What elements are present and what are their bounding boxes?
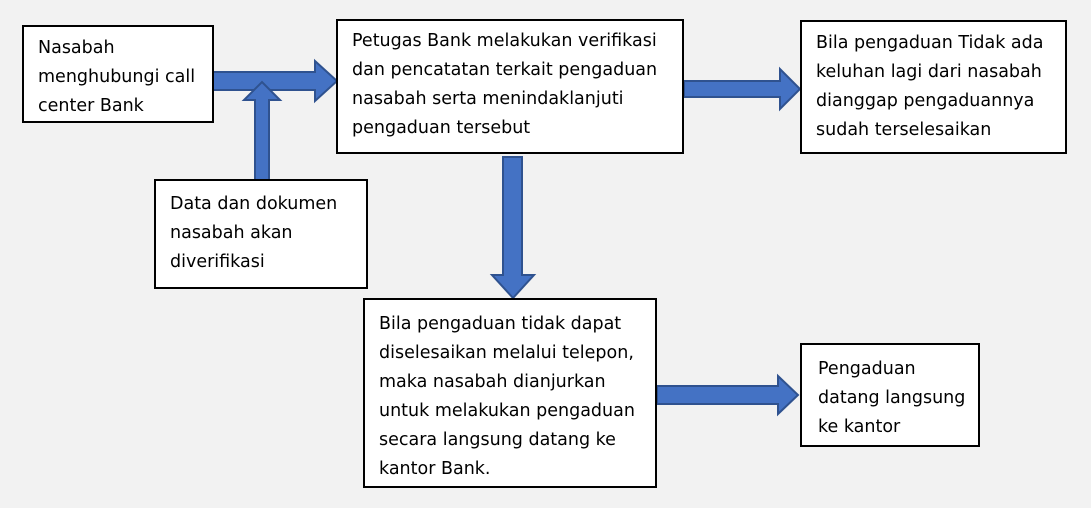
text-line: dianggap pengaduannya [816,91,1035,111]
box-customer-call: Nasabah menghubungi call center Bank [22,25,214,123]
box-resolved: Bila pengaduan Tidak ada keluhan lagi da… [800,20,1067,154]
arrow-verification-to-resolved [683,66,802,112]
box-office-visit: Pengaduan datang langsung ke kantor [800,343,980,447]
text-line: ke kantor [818,417,901,437]
arrow-verification-to-unresolved [489,156,537,300]
text-line: diverifikasi [170,252,265,272]
box-documents: Data dan dokumen nasabah akan diverifika… [154,179,368,289]
text-line: nasabah serta menindaklanjuti [352,89,624,109]
text-line: pengaduan tersebut [352,118,531,138]
text-line: secara langsung datang ke [379,430,616,450]
arrow-unresolved-to-office [656,373,800,417]
text-line: menghubungi call [38,67,196,87]
text-line: sudah terselesaikan [816,120,992,140]
text-line: Bila pengaduan Tidak ada [816,33,1044,53]
text-line: Petugas Bank melakukan verifikasi [352,31,657,51]
box-unresolved: Bila pengaduan tidak dapat diselesaikan … [363,298,657,488]
text-line: kantor Bank. [379,459,491,479]
text-line: center Bank [38,96,144,116]
text-line: Data dan dokumen [170,194,338,214]
text-line: Nasabah [38,38,115,58]
arrow-documents-to-flow [241,80,283,181]
text-line: datang langsung [818,388,966,408]
text-line: maka nasabah dianjurkan [379,372,606,392]
text-line: nasabah akan [170,223,293,243]
text-line: Pengaduan [818,359,916,379]
text-line: diselesaikan melalui telepon, [379,343,634,363]
box-verification: Petugas Bank melakukan verifikasi dan pe… [336,19,684,154]
text-line: Bila pengaduan tidak dapat [379,314,622,334]
arrow-call-to-verification [212,58,339,104]
text-line: untuk melakukan pengaduan [379,401,635,421]
text-line: dan pencatatan terkait pengaduan [352,60,658,80]
text-line: keluhan lagi dari nasabah [816,62,1042,82]
